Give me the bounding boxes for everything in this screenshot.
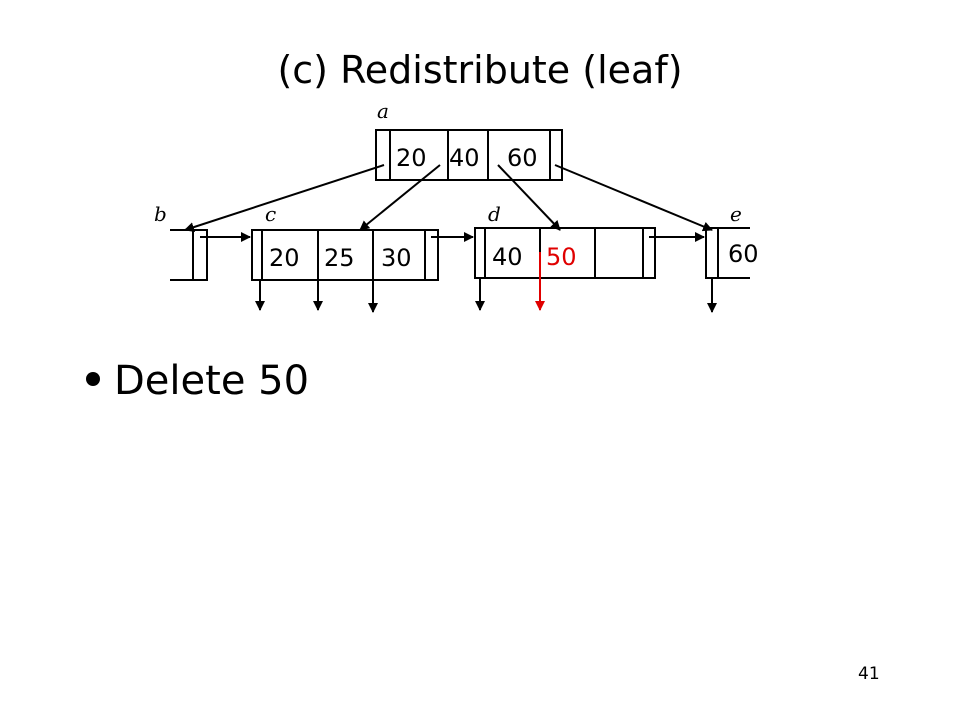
node-e-key-1: 60 bbox=[728, 240, 759, 268]
node-c-box bbox=[251, 229, 439, 281]
node-a-label: a bbox=[377, 99, 389, 123]
node-d: d 40 50 bbox=[474, 202, 656, 311]
node-e-label: e bbox=[730, 202, 742, 226]
node-c: c 20 25 30 bbox=[251, 202, 439, 313]
node-c-key-1: 20 bbox=[269, 244, 300, 272]
pointer-a-to-c bbox=[359, 164, 441, 231]
node-b: b bbox=[154, 202, 208, 281]
bullet-dot bbox=[86, 372, 100, 386]
node-a-key-1: 20 bbox=[396, 144, 427, 172]
node-e: e 60 bbox=[705, 202, 759, 313]
node-c-key-3: 30 bbox=[381, 244, 412, 272]
node-a-box bbox=[375, 129, 563, 181]
node-d-box bbox=[474, 227, 656, 279]
pointer-a-to-d bbox=[497, 164, 561, 231]
node-b-box bbox=[170, 229, 208, 281]
bullet-text: Delete 50 bbox=[114, 358, 310, 404]
pointer-a-to-b bbox=[184, 164, 385, 232]
node-d-key-2-highlighted: 50 bbox=[546, 243, 577, 271]
node-b-label: b bbox=[154, 202, 167, 226]
node-c-label: c bbox=[265, 202, 276, 226]
page-number: 41 bbox=[858, 664, 880, 684]
node-a: a 20 40 60 bbox=[375, 99, 563, 181]
node-a-key-2: 40 bbox=[449, 144, 480, 172]
node-a-key-3: 60 bbox=[507, 144, 538, 172]
pointer-a-to-e bbox=[554, 164, 713, 232]
bullet-item: Delete 50 bbox=[86, 355, 309, 407]
slide-title: (c) Redistribute (leaf) bbox=[277, 48, 683, 92]
node-e-box bbox=[705, 227, 750, 279]
node-c-key-2: 25 bbox=[324, 244, 355, 272]
node-d-key-1: 40 bbox=[492, 243, 523, 271]
node-d-label: d bbox=[488, 202, 501, 226]
